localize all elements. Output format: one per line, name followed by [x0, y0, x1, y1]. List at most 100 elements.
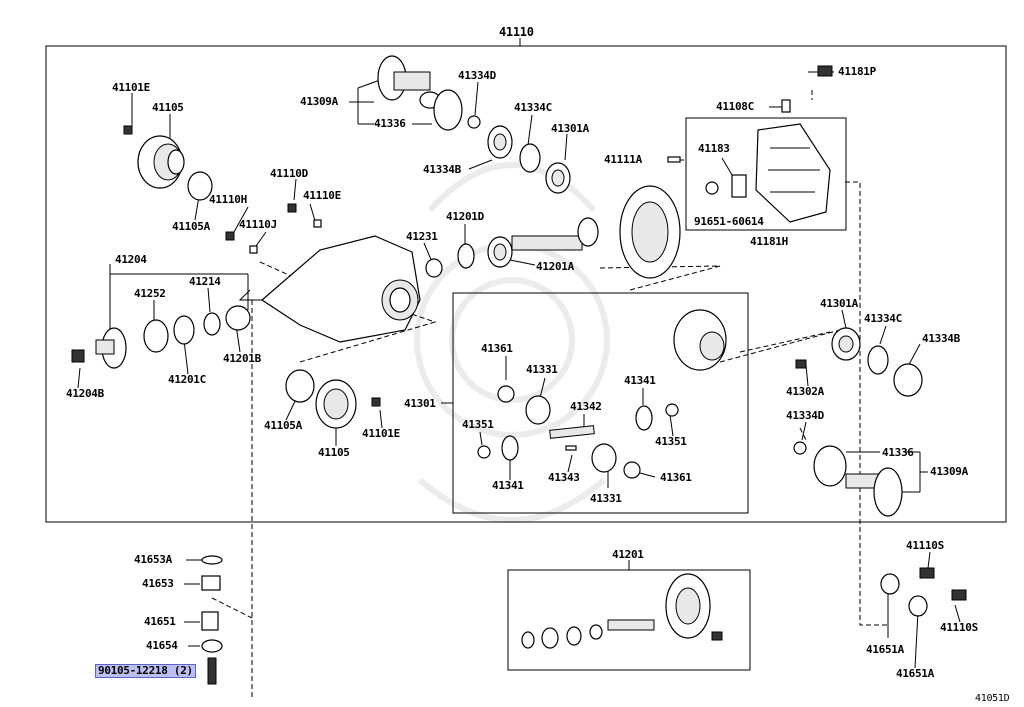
part-label-41334B-right[interactable]: 41334B	[922, 332, 960, 345]
part-label-41201A[interactable]: 41201A	[536, 260, 574, 273]
bolt-41302A	[795, 359, 807, 369]
part-label-41101E-bottom[interactable]: 41101E	[362, 427, 400, 440]
part-label-90105-12218-highlighted[interactable]: 90105-12218 (2)	[95, 664, 196, 678]
part-label-91651-60614[interactable]: 91651-60614	[694, 215, 764, 228]
cover-box	[685, 117, 847, 231]
part-label-41181P[interactable]: 41181P	[838, 65, 876, 78]
part-label-41309A-top[interactable]: 41309A	[300, 95, 338, 108]
bearing-41201A	[487, 236, 513, 268]
part-label-41651A-a[interactable]: 41651A	[866, 643, 904, 656]
oring-41105A-right	[285, 369, 315, 403]
bolt-41110S-b	[951, 589, 967, 601]
part-label-41336-right[interactable]: 41336	[882, 446, 914, 459]
plug-41110D	[287, 203, 297, 213]
gear-41331-b	[591, 443, 617, 473]
part-label-41653A[interactable]: 41653A	[134, 553, 172, 566]
part-label-41342[interactable]: 41342	[570, 400, 602, 413]
bolt-41101E-top	[123, 125, 133, 135]
part-label-41334D-top[interactable]: 41334D	[458, 69, 496, 82]
part-label-41341-b[interactable]: 41341	[492, 479, 524, 492]
part-label-41201D[interactable]: 41201D	[446, 210, 484, 223]
part-label-41105-top[interactable]: 41105	[152, 101, 184, 114]
spacer-41214	[203, 312, 221, 336]
part-label-41105A-top[interactable]: 41105A	[172, 220, 210, 233]
bearing-41201B	[225, 305, 251, 331]
part-label-41334C-right[interactable]: 41334C	[864, 312, 902, 325]
part-label-41231[interactable]: 41231	[406, 230, 438, 243]
part-label-41331-b[interactable]: 41331	[590, 492, 622, 505]
part-label-41341-a[interactable]: 41341	[624, 374, 656, 387]
part-label-41110S-b[interactable]: 41110S	[940, 621, 978, 634]
figure-code: 41051D	[975, 693, 1010, 704]
part-label-41214[interactable]: 41214	[189, 275, 221, 288]
pin-41111A	[667, 156, 681, 163]
part-label-41183[interactable]: 41183	[698, 142, 730, 155]
part-label-41654[interactable]: 41654	[146, 639, 178, 652]
ring-41334D-top	[467, 115, 481, 129]
part-label-41651[interactable]: 41651	[144, 615, 176, 628]
part-label-41110J[interactable]: 41110J	[239, 218, 277, 231]
bolt-90105	[207, 657, 217, 685]
cover-41105-right	[315, 379, 357, 429]
part-label-41343[interactable]: 41343	[548, 471, 580, 484]
flange-41204	[95, 327, 127, 369]
part-label-41302A[interactable]: 41302A	[786, 385, 824, 398]
part-label-41201C[interactable]: 41201C	[168, 373, 206, 386]
part-label-41252[interactable]: 41252	[134, 287, 166, 300]
plug-41110E	[313, 219, 322, 228]
part-label-41110H[interactable]: 41110H	[209, 193, 247, 206]
part-label-41351-b[interactable]: 41351	[655, 435, 687, 448]
bearing-41301A-top	[545, 162, 571, 194]
label-41183	[731, 174, 747, 198]
part-label-41331-a[interactable]: 41331	[526, 363, 558, 376]
gear-41341-b	[501, 435, 519, 461]
mount-41651	[201, 611, 219, 631]
bolt-41181P	[817, 65, 833, 77]
part-label-41201-set[interactable]: 41201	[612, 548, 644, 561]
bearing-41334B-top	[487, 125, 513, 159]
flange-41309A-right	[845, 467, 903, 517]
part-label-41309A-right[interactable]: 41309A	[930, 465, 968, 478]
part-label-41334C-top[interactable]: 41334C	[514, 101, 552, 114]
part-label-41201B[interactable]: 41201B	[223, 352, 261, 365]
ring-pinion-set-41201	[521, 573, 723, 649]
part-label-41651A-b[interactable]: 41651A	[896, 667, 934, 680]
shim-41334C-top	[519, 143, 541, 173]
part-label-41181H[interactable]: 41181H	[750, 235, 788, 248]
part-label-41108C[interactable]: 41108C	[716, 100, 754, 113]
assembly-number-label: 41110	[499, 25, 534, 39]
assembly-frame	[45, 45, 1007, 523]
rear-cover-41181H	[755, 123, 831, 223]
part-label-41351-a[interactable]: 41351	[462, 418, 494, 431]
seal-41336-right	[813, 445, 847, 487]
part-label-41204B[interactable]: 41204B	[66, 387, 104, 400]
washer-41351-a	[477, 445, 491, 459]
part-label-41105-bottom[interactable]: 41105	[318, 446, 350, 459]
part-label-41110S-a[interactable]: 41110S	[906, 539, 944, 552]
bearing-41301A-right	[831, 327, 861, 361]
part-label-41301[interactable]: 41301	[404, 397, 436, 410]
part-label-41101E-top[interactable]: 41101E	[112, 81, 150, 94]
part-label-41334B-top[interactable]: 41334B	[423, 163, 461, 176]
spacer-41231	[425, 258, 443, 278]
part-label-41361-a[interactable]: 41361	[481, 342, 513, 355]
mount-41651A-b	[908, 595, 928, 617]
pinion-shaft	[511, 217, 599, 251]
part-label-41336-top[interactable]: 41336	[374, 117, 406, 130]
part-label-41204[interactable]: 41204	[115, 253, 147, 266]
part-label-41301A-top[interactable]: 41301A	[551, 122, 589, 135]
housing-41110	[238, 235, 421, 343]
washer-41361-a	[497, 385, 515, 403]
washer-41351-b	[665, 403, 679, 417]
part-label-41653[interactable]: 41653	[142, 577, 174, 590]
part-label-41110D[interactable]: 41110D	[270, 167, 308, 180]
part-label-41334D-right[interactable]: 41334D	[786, 409, 824, 422]
part-label-41105A-bottom[interactable]: 41105A	[264, 419, 302, 432]
part-label-41110E[interactable]: 41110E	[303, 189, 341, 202]
part-label-41111A[interactable]: 41111A	[604, 153, 642, 166]
part-label-41361-b[interactable]: 41361	[660, 471, 692, 484]
part-label-41301A-right[interactable]: 41301A	[820, 297, 858, 310]
shim-41334C-right	[867, 345, 889, 375]
